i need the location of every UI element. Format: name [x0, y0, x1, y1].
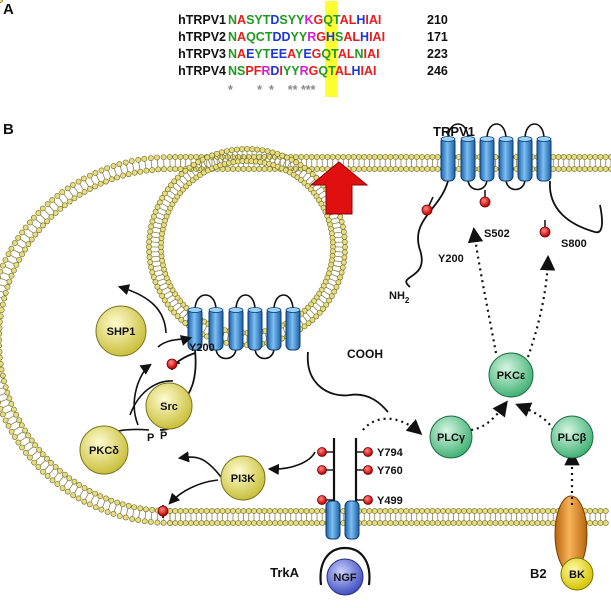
alignment-row-sequence: NSPFRDIYYRGQTALHIAI [228, 64, 377, 78]
alignment-highlight [325, 1, 338, 97]
node-src: Src [145, 382, 193, 430]
trka-phospho-dot [317, 447, 327, 457]
alignment-row-number: 246 [427, 64, 448, 78]
alignment-row-number: 223 [427, 47, 448, 61]
alignment-row-name: hTRPV1 [178, 13, 226, 27]
panel-a-label: A [3, 1, 14, 18]
node-plcb: PLCβ [550, 415, 594, 459]
signaling-arrows [102, 226, 580, 506]
node-pkce: PKCε [488, 352, 534, 398]
node-pkcd: PKCδ [79, 425, 129, 475]
trka-phospho-dot [317, 465, 327, 475]
trpv1-label: TRPV1 [433, 124, 475, 139]
panel-b-label: B [3, 121, 14, 138]
alignment-row-sequence: NAQCTDDYYRGHSALHIAI [228, 30, 385, 44]
ngf-label: NGF [333, 572, 357, 584]
trka-site-label: Y760 [377, 465, 403, 477]
ngf-ligand [326, 558, 364, 596]
svg-text:PKCδ: PKCδ [89, 445, 119, 457]
node-plcg: PLCγ [429, 415, 473, 459]
p-label-1: P [147, 432, 154, 444]
site-s800: S800 [561, 238, 587, 250]
cooh-label: COOH [347, 347, 383, 361]
phospho-site [166, 358, 178, 370]
insertion-arrow [309, 161, 369, 215]
conservation-line: * * * ** *** [228, 83, 316, 97]
svg-text:PLCβ: PLCβ [558, 432, 587, 444]
site-y200: Y200 [438, 253, 464, 265]
alignment-row-name: hTRPV3 [178, 47, 226, 61]
alignment-row-name: hTRPV2 [178, 30, 226, 44]
bk-label: BK [569, 569, 585, 581]
node-shp1: SHP1 [95, 305, 147, 357]
phospho-site [421, 204, 433, 216]
trpv1-surface-channel [405, 123, 603, 288]
alignment-row-number: 210 [427, 13, 448, 27]
trka-label: TrkA [270, 565, 300, 580]
site-s502: S502 [484, 228, 510, 240]
phospho-site [539, 226, 551, 238]
alignment-row-number: 171 [427, 30, 448, 44]
trka-site-label: Y794 [377, 447, 404, 459]
vesicle-membrane [146, 146, 348, 348]
trpv1-vesicle-channel [159, 294, 389, 431]
trka-phospho-dot [363, 495, 373, 505]
svg-text:PLCγ: PLCγ [437, 432, 466, 444]
alignment-row-sequence: NASYTDSYYKGQTALHIAI [228, 13, 381, 27]
p-label-2: P [160, 430, 167, 442]
svg-text:PI3K: PI3K [231, 473, 256, 485]
node-pi3k: PI3K [220, 455, 266, 501]
nh2-label: NH2 [389, 290, 410, 305]
svg-text:Src: Src [160, 401, 178, 413]
membrane-phospholipid-marker [157, 505, 169, 517]
trka-phospho-dot [317, 495, 327, 505]
svg-text:PKCε: PKCε [497, 370, 526, 382]
b2-label: B2 [530, 566, 547, 581]
alignment-row-name: hTRPV4 [178, 64, 226, 78]
trka-site-label: Y499 [377, 495, 403, 507]
svg-text:SHP1: SHP1 [107, 326, 136, 338]
alignment-row-sequence: NAEYTEEAYEGQTALNIAI [228, 47, 380, 61]
bradykinin-ligand [560, 557, 594, 591]
trka-phospho-dot [363, 447, 373, 457]
vesicle-y200-label: Y200 [189, 342, 215, 354]
trka-phospho-dot [363, 465, 373, 475]
phospho-site [479, 196, 491, 208]
